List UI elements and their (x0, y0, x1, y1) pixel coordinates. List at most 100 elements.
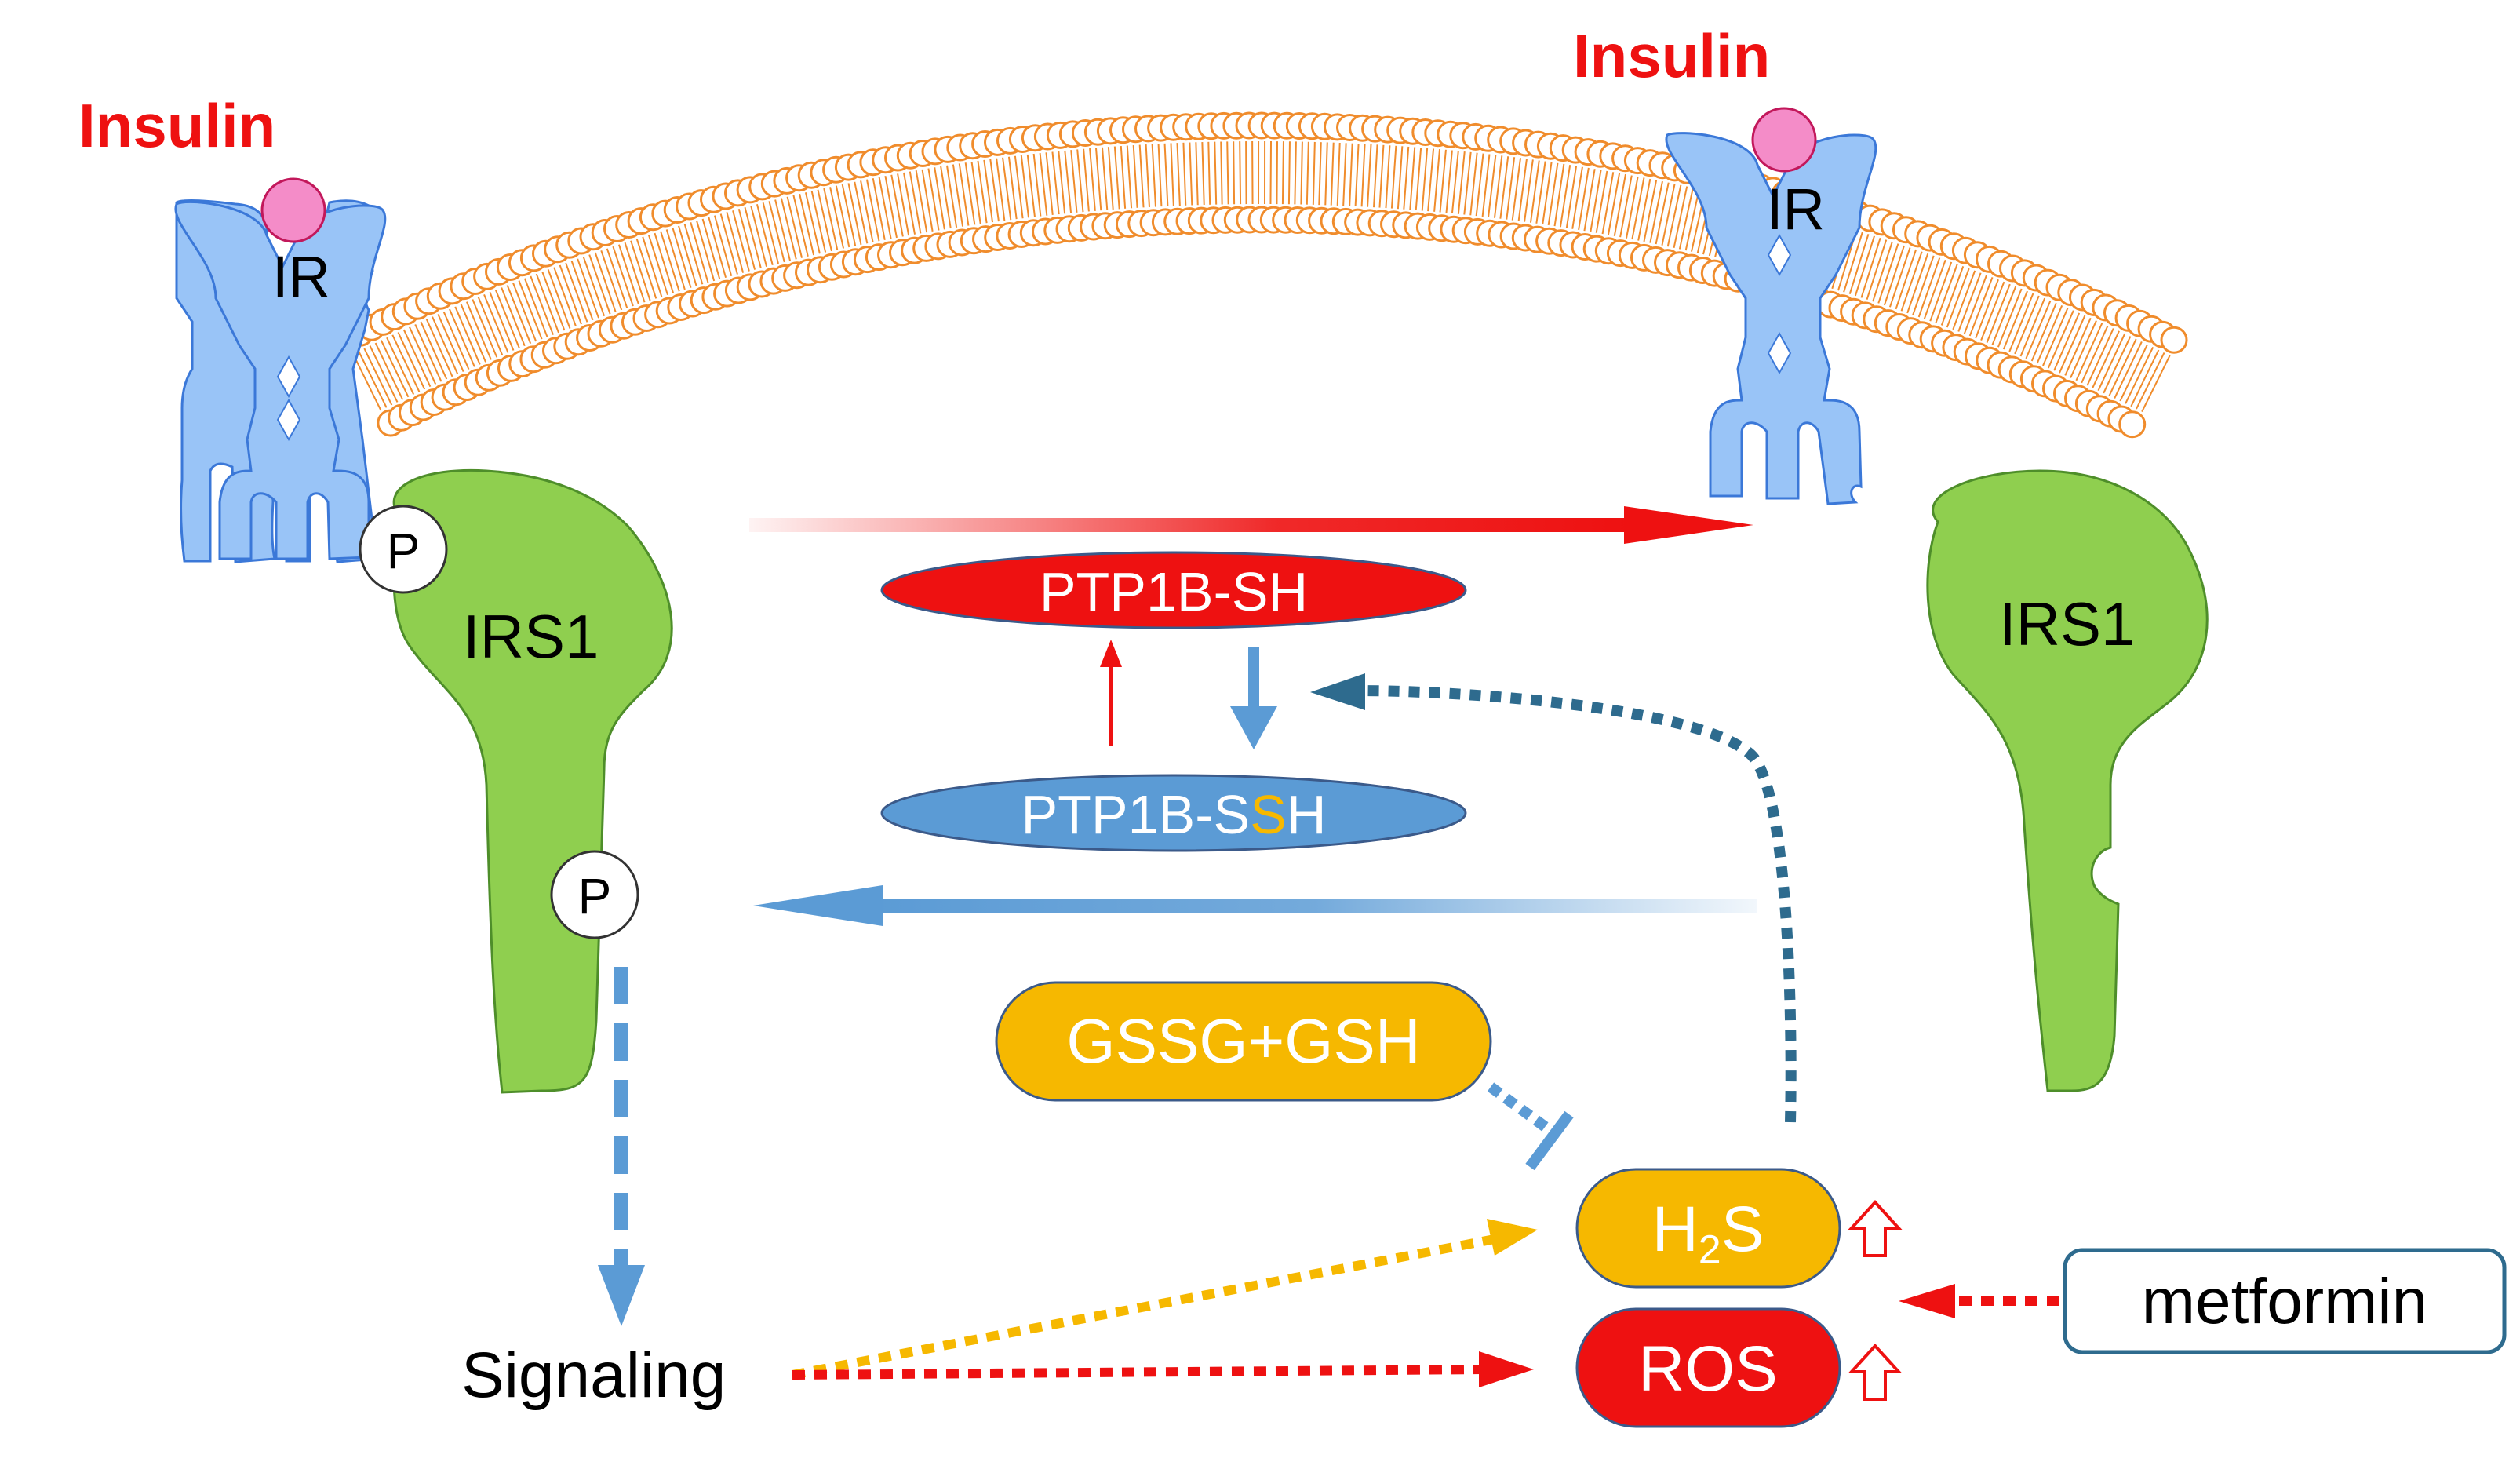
activation-arrow-head (1624, 506, 1753, 544)
signaling-label: Signaling (461, 1340, 726, 1411)
lipid-tail (1535, 161, 1553, 225)
lipid-tail (2047, 310, 2081, 371)
ros-increase-icon (1848, 1344, 1903, 1401)
h2s-main: H (1652, 1194, 1699, 1265)
lipid-tail (352, 351, 388, 411)
phospho-site-upper (359, 505, 448, 594)
lipid-tail (2014, 295, 2046, 357)
insulin-label-right: Insulin (1573, 21, 1770, 90)
lipid-tail (606, 246, 634, 308)
lipid-tail (1631, 177, 1651, 241)
lipid-tail (678, 224, 704, 286)
lipid-tail (420, 319, 453, 380)
lipid-tail (1499, 156, 1516, 220)
lipid-tail (363, 345, 399, 406)
lipid-tail (750, 204, 774, 267)
lipid-tail (1007, 155, 1024, 220)
lipid-tail (1877, 243, 1905, 306)
phospho-label-lower: P (578, 868, 612, 924)
lipid-tail (1463, 151, 1478, 216)
lipid-tail (642, 235, 668, 297)
lipid-tail (1451, 151, 1466, 214)
gssg-inhibition-line (1487, 1082, 1553, 1135)
lipid-tail (1415, 148, 1429, 211)
lipid-tail (501, 285, 532, 347)
receptor-right-notch (1767, 233, 1792, 375)
h2s-subscript: 2 (1699, 1227, 1721, 1273)
signaling-to-ros-line (792, 1365, 1484, 1380)
insulin-label-left: Insulin (78, 91, 275, 160)
lipid-tail (2070, 320, 2103, 381)
irs1-left-shape (392, 468, 673, 1094)
lipid-tail (762, 201, 785, 264)
lipid-tail (1032, 153, 1048, 217)
lipid-tail (1207, 141, 1218, 205)
lipid-tail (1980, 281, 2011, 343)
lipid-tail (1020, 154, 1036, 218)
lipid-tail (1367, 144, 1378, 208)
lipid-tail (1245, 141, 1254, 205)
h2s-end: S (1721, 1194, 1764, 1265)
lipid-tail (2081, 325, 2114, 386)
lipid-tail (1643, 180, 1663, 243)
lipid-tail (799, 192, 821, 256)
h2s-box (1575, 1168, 1841, 1289)
lipid-tail (774, 198, 797, 261)
ptp1b-ssh-prefix: PTP1B-S (1021, 784, 1250, 845)
lipid-tail (1666, 184, 1688, 249)
lipid-tail (1547, 162, 1565, 227)
metformin-label: metformin (2142, 1266, 2428, 1337)
lipid-tail (983, 159, 1000, 223)
h2s-to-ptp1b-head (1310, 673, 1365, 710)
lipid-tail (1900, 251, 1929, 314)
lipid-tail (1342, 143, 1353, 206)
lipid-tail (690, 220, 716, 283)
lipid-tail (654, 231, 680, 293)
ir-label-right: IR (1767, 177, 1825, 242)
lipid-tail (1269, 141, 1279, 205)
lipid-tail (1182, 142, 1193, 206)
lipid-tail (1607, 173, 1626, 237)
lipid-tail (872, 177, 892, 240)
lipid-tail (665, 227, 692, 290)
lipid-tail (559, 262, 588, 325)
lipid-tail (1524, 159, 1540, 223)
lipid-tail (1678, 188, 1700, 251)
lipid-tail (1258, 140, 1266, 205)
lipid-tail (847, 181, 869, 246)
lipid-tail (921, 168, 940, 232)
lipid-tail (1318, 142, 1328, 206)
lipid-tail (1888, 247, 1917, 310)
lipid-tail (2125, 346, 2160, 407)
lipid-tail (1070, 149, 1084, 213)
lipid-tail (1058, 150, 1072, 214)
lipid-tail (934, 166, 952, 230)
lipid-tail (1378, 144, 1391, 209)
metformin-box (2063, 1248, 2507, 1354)
lipid-tail (1157, 143, 1169, 207)
ptp1b-ssh-ellipse (880, 774, 1467, 852)
lipid-tail (1132, 144, 1145, 208)
lipid-tail (701, 217, 727, 280)
lipid-tail (1912, 255, 1941, 318)
lipid-tail (1107, 146, 1120, 210)
lipid-tail (1991, 286, 2023, 348)
lipid-tail (582, 254, 611, 317)
lipid-tail (442, 308, 475, 370)
lipid-tail (1595, 170, 1615, 235)
lipid-tail (1083, 148, 1096, 212)
lipid-tail (1655, 182, 1676, 246)
lipid-tail (1145, 144, 1156, 208)
irs1-right-shape (1926, 469, 2209, 1092)
lipid-tail (1094, 147, 1109, 211)
lipid-tail (1281, 141, 1291, 205)
sulfhydration-arrow-head (1230, 706, 1277, 749)
lipid-tail (1935, 264, 1965, 326)
lipid-tail (860, 179, 880, 242)
ptp1b-sh-ellipse (880, 551, 1467, 629)
phospho-label-upper: P (387, 523, 421, 579)
lipid-tail (432, 314, 464, 375)
signaling-to-h2s-line (791, 1234, 1500, 1380)
lipid-tail (1843, 232, 1870, 295)
